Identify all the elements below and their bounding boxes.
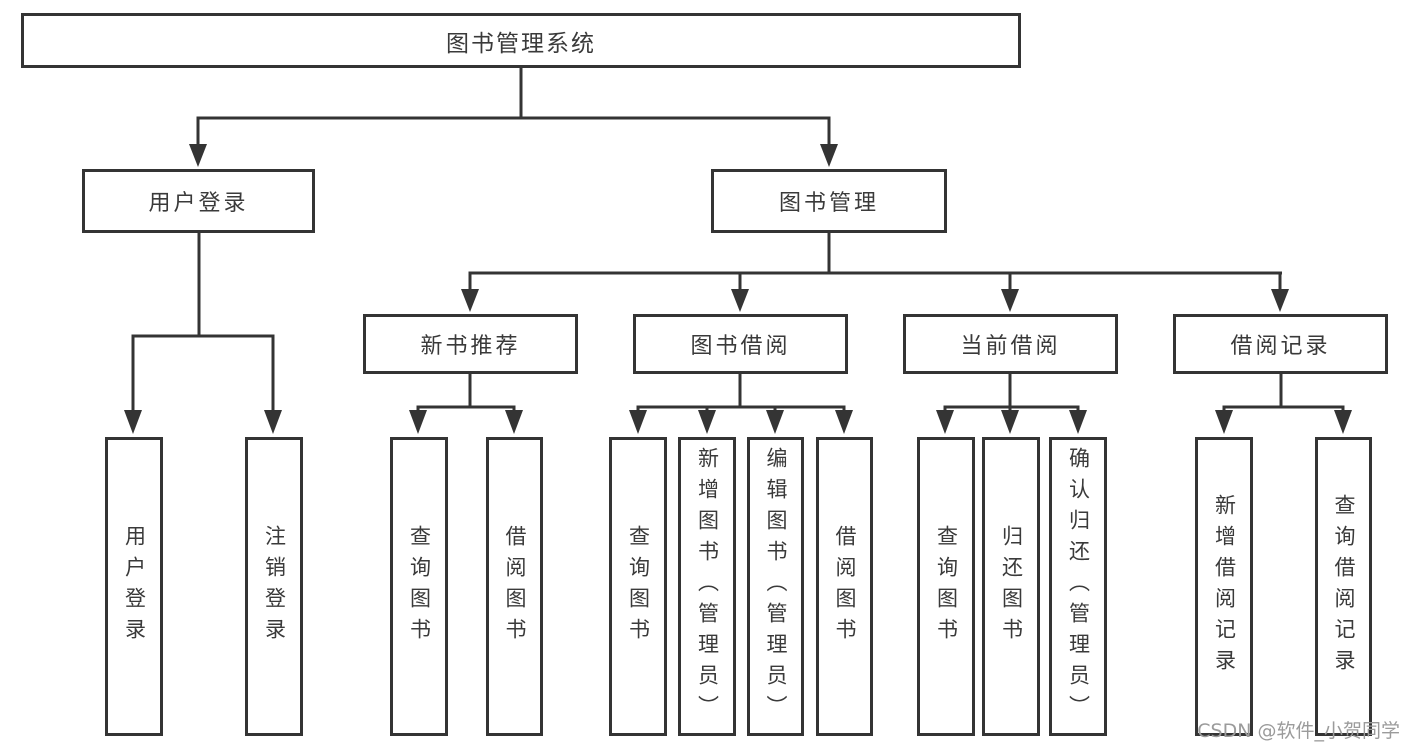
connector-user-login-to-leaves	[124, 233, 282, 434]
node-new-book-recommendation: 新书推荐	[363, 314, 578, 374]
arrowhead	[461, 289, 479, 312]
node-label: 查询借阅记录	[1332, 493, 1356, 680]
leaf-add-borrow-record: 新增借阅记录	[1195, 437, 1253, 736]
arrowhead	[124, 410, 142, 434]
leaf-logout: 注销登录	[245, 437, 303, 736]
arrowhead	[1215, 410, 1233, 434]
csdn-watermark: CSDN @软件_小贺同学	[1197, 720, 1400, 742]
node-label: 用户登录	[148, 191, 249, 216]
connector-current-borrowing-to-leaves	[936, 374, 1087, 434]
node-book-borrowing: 图书借阅	[633, 314, 848, 374]
node-label: 新增借阅记录	[1212, 493, 1237, 680]
node-label: 查询图书	[626, 524, 651, 649]
leaf-borrow-books-borrowing: 借阅图书	[816, 437, 873, 736]
node-label: 查询图书	[934, 524, 959, 649]
node-label: 用户登录	[122, 524, 147, 649]
arrowhead	[835, 410, 853, 434]
connector-book-management-to-level3	[461, 233, 1289, 312]
arrowhead	[264, 410, 282, 434]
node-label: 图书管理	[778, 191, 879, 216]
node-label: 归还图书	[999, 524, 1024, 649]
arrowhead	[1271, 289, 1289, 312]
node-label: 注销登录	[262, 524, 287, 649]
node-label: 图书借阅	[690, 334, 791, 359]
leaf-query-books-borrowing: 查询图书	[609, 437, 667, 736]
connector-book-borrowing-to-leaves	[629, 374, 853, 434]
arrowhead	[1001, 410, 1019, 434]
arrowhead	[820, 144, 838, 167]
arrowhead	[766, 410, 784, 434]
node-label: 确认归还（管理员）	[1066, 447, 1091, 726]
node-current-borrowing: 当前借阅	[903, 314, 1118, 374]
connector-new-book-recommendation-to-leaves	[409, 374, 523, 434]
leaf-borrow-books-recommend: 借阅图书	[486, 437, 543, 736]
leaf-query-borrow-record: 查询借阅记录	[1315, 437, 1372, 736]
arrowhead	[629, 410, 647, 434]
arrowhead	[1334, 410, 1352, 434]
connector-borrowing-records-to-leaves	[1215, 374, 1352, 434]
arrowhead	[1069, 410, 1087, 434]
node-label: 新增图书（管理员）	[695, 447, 720, 726]
node-book-management: 图书管理	[711, 169, 947, 233]
node-library-management-system: 图书管理系统	[21, 13, 1021, 68]
node-label: 查询图书	[407, 524, 432, 649]
node-label: 借阅图书	[503, 524, 527, 649]
node-label: 当前借阅	[960, 334, 1061, 359]
connector-root-to-level2	[189, 68, 838, 167]
leaf-add-book-admin: 新增图书（管理员）	[678, 437, 736, 736]
leaf-confirm-return-admin: 确认归还（管理员）	[1049, 437, 1107, 736]
node-label: 借阅图书	[833, 524, 857, 649]
arrowhead	[936, 410, 954, 434]
arrowhead	[731, 289, 749, 312]
leaf-edit-book-admin: 编辑图书（管理员）	[747, 437, 804, 736]
arrowhead	[1001, 289, 1019, 312]
arrowhead	[505, 410, 523, 434]
node-borrowing-records: 借阅记录	[1173, 314, 1388, 374]
leaf-return-books: 归还图书	[982, 437, 1040, 736]
node-label: 借阅记录	[1230, 334, 1331, 359]
arrowhead	[189, 144, 207, 167]
node-user-login: 用户登录	[82, 169, 315, 233]
arrowhead	[698, 410, 716, 434]
leaf-user-login: 用户登录	[105, 437, 163, 736]
node-label: 图书管理系统	[446, 30, 596, 57]
node-label: 新书推荐	[420, 334, 521, 359]
leaf-query-books-recommend: 查询图书	[390, 437, 448, 736]
arrowhead	[409, 410, 427, 434]
node-label: 编辑图书（管理员）	[764, 447, 788, 726]
leaf-query-books-current: 查询图书	[917, 437, 975, 736]
